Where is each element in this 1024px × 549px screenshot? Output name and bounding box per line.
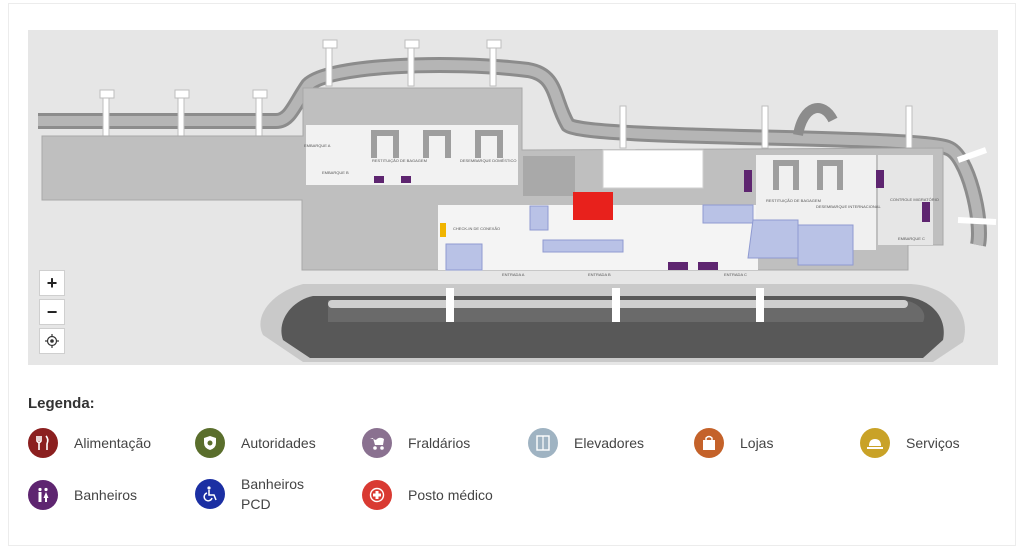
fork-knife-icon [28,428,58,458]
wheelchair-icon [195,479,225,509]
legend-label: Fraldários [408,435,471,451]
map-label-entrada-a: ENTRADA A [502,272,525,277]
terminal-map[interactable]: RESTITUIÇÃO DE BAGAGEM DESEMBARQUE DOMÉS… [28,30,998,365]
legend-item-alimentacao: Alimentação [28,428,151,458]
map-label-controle-migratorio: CONTROLE MIGRATÓRIO [890,197,939,202]
map-label-check-in: CHECK-IN DE CONEXÃO [453,226,501,231]
legend-label: Lojas [740,435,774,451]
legend-item-lojas: Lojas [694,428,773,458]
restroom-markers [374,170,930,270]
legend-label: Autoridades [241,435,316,451]
zoom-out-button[interactable]: − [39,299,65,325]
legend-item-posto-medico: Posto médico [362,480,493,510]
baggage-carousels [371,130,843,190]
legend-item-elevadores: Elevadores [528,428,644,458]
map-label-restituicao-domestica: RESTITUIÇÃO DE BAGAGEM [372,158,427,163]
medical-post-zone [573,192,613,220]
taxiway-inner [38,60,984,246]
legend-item-banheiros: Banheiros [28,480,137,510]
terminal-map-svg [38,39,997,362]
legend-label: Banheiros PCD [241,476,305,512]
blue-zones [445,204,854,271]
map-label-restituicao-internacional: RESTITUIÇÃO DE BAGAGEM [766,198,821,203]
legend-label: Posto médico [408,487,493,503]
crosshair-icon [45,334,59,348]
badge-icon [195,428,225,458]
map-label-desembarque-internacional: DESEMBARQUE INTERNACIONAL [816,204,881,209]
legend-label: Serviços [906,435,960,451]
legend-label: Banheiros [74,487,138,503]
bell-icon [860,428,890,458]
legend-title: Legenda: [28,395,95,412]
legend-item-fraldarios: Fraldários [362,428,470,458]
legend-item-servicos: Serviços [860,428,960,458]
map-label-embarque-a: EMBARQUE A [304,143,331,148]
map-label-entrada-c: ENTRADA C [724,272,747,277]
map-label-embarque-b: EMBARQUE B [322,170,349,175]
shopping-bag-icon [694,428,724,458]
stroller-icon [362,428,392,458]
restroom-icon [28,480,58,510]
legend-item-banheiros-pcd: Banheiros PCD [195,474,321,514]
medical-cross-icon [362,480,392,510]
locate-button[interactable] [39,328,65,354]
elevator-icon [528,428,558,458]
map-label-desembarque-domestico: DESEMBARQUE DOMÉSTICO [460,158,517,163]
legend-label: Elevadores [574,435,645,451]
legend-label: Alimentação [74,435,152,451]
map-label-embarque-c: EMBARQUE C [898,236,925,241]
legend-item-autoridades: Autoridades [195,428,316,458]
map-label-entrada-b: ENTRADA B [588,272,611,277]
zoom-in-button[interactable]: + [39,270,65,296]
